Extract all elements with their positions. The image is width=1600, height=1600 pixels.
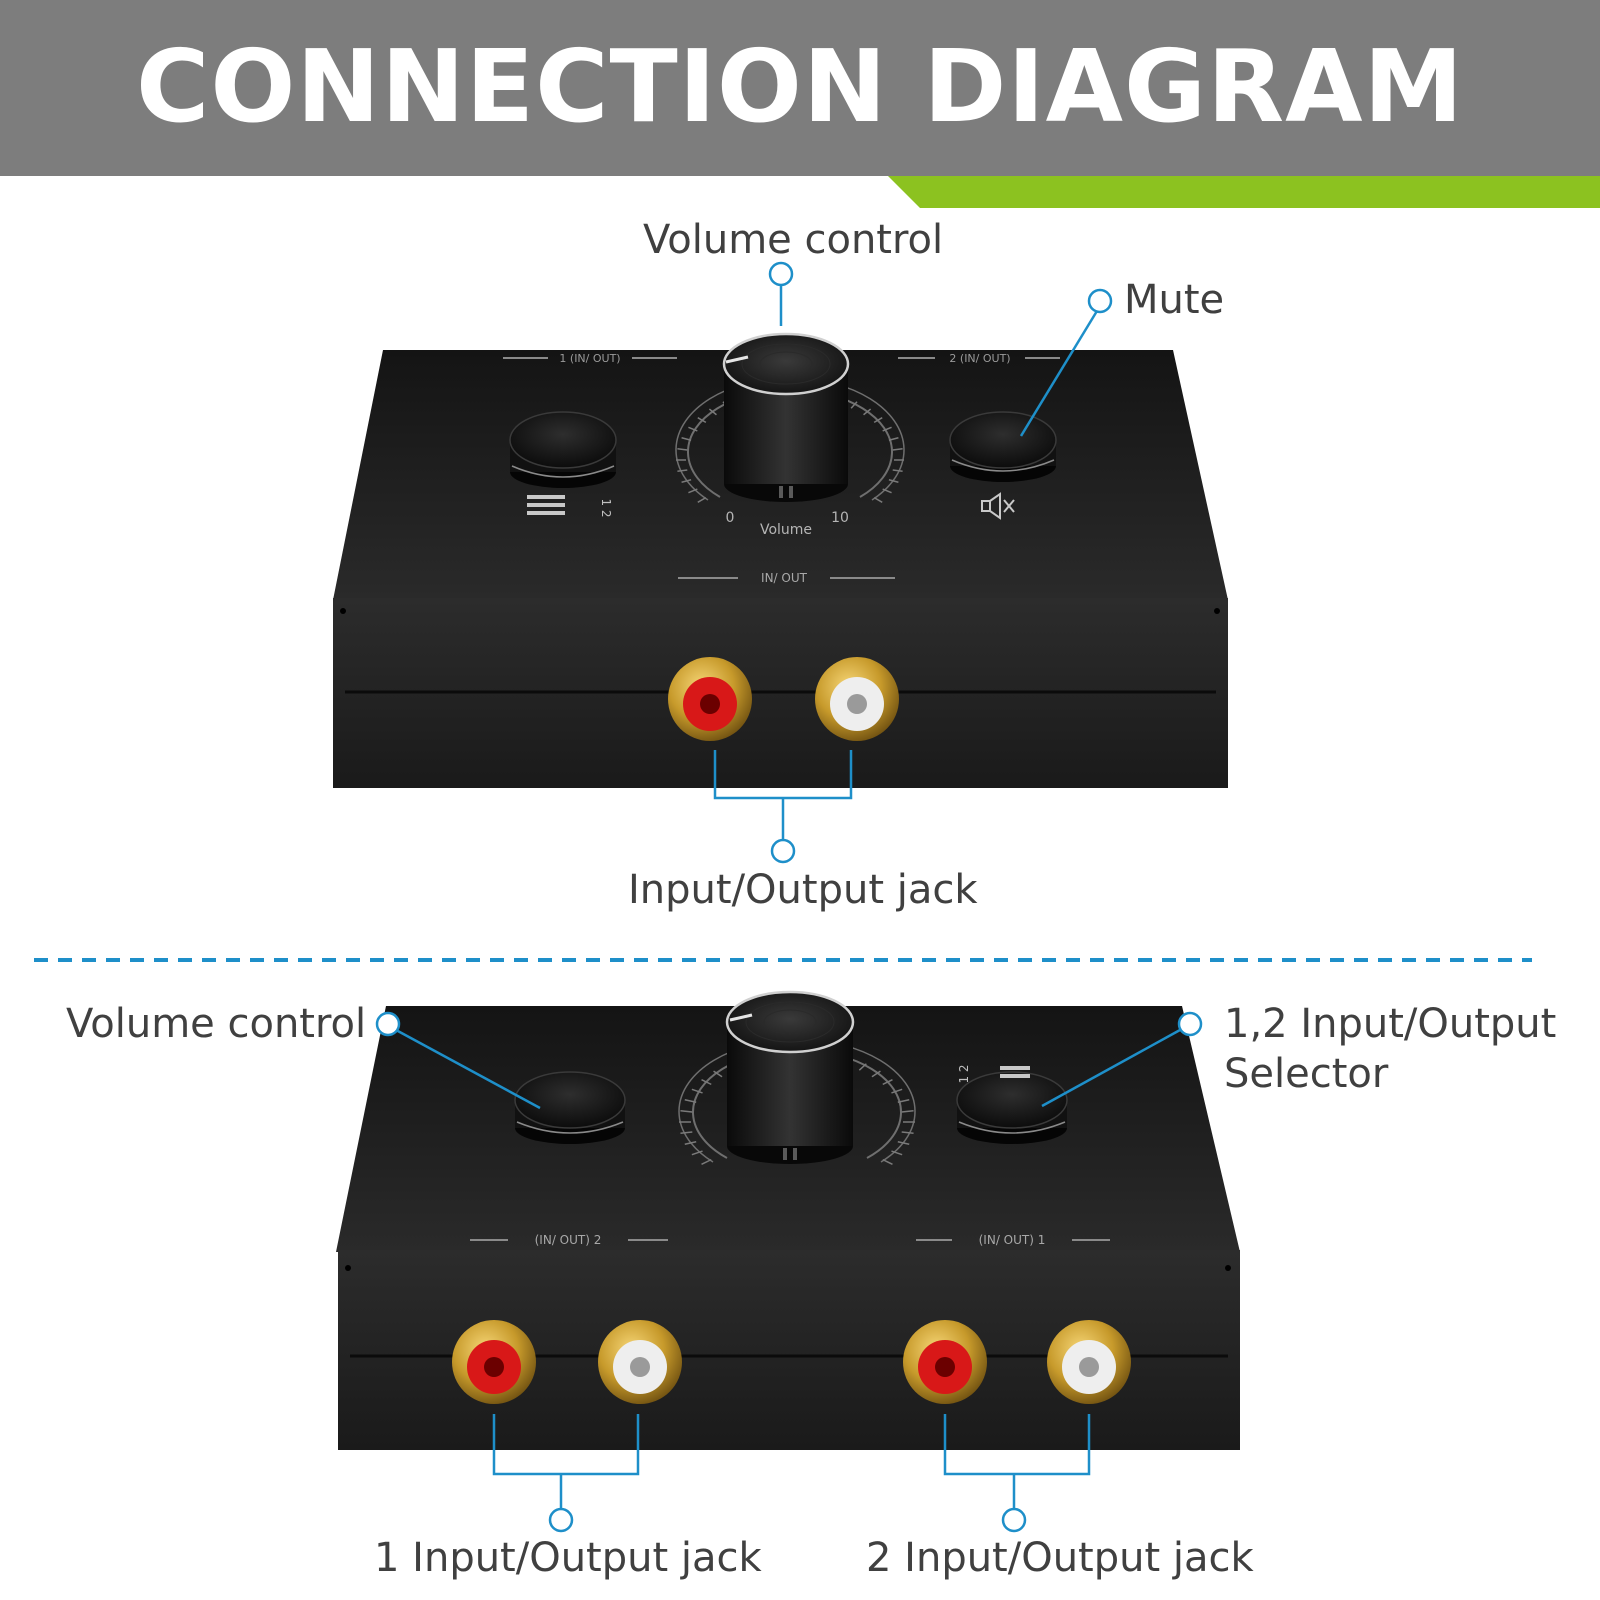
panel-group-1-label: 1 (IN/ OUT)	[559, 352, 620, 365]
bottom-group-1-label: (IN/ OUT) 1	[979, 1233, 1046, 1247]
scale-tick	[873, 417, 883, 424]
scale-tick	[882, 488, 892, 494]
bottom-selector-mark-icon	[1000, 1066, 1030, 1078]
scale-tick	[701, 1158, 712, 1165]
top-selector-marks: 1 2	[599, 498, 613, 517]
bottom-volume-control-label: Volume control	[66, 1001, 367, 1047]
top-volume-control-label: Volume control	[643, 217, 944, 263]
panel-group-2-label: 2 (IN/ OUT)	[949, 352, 1010, 365]
top-callout-lines	[713, 261, 1113, 864]
scale-tick	[871, 1070, 881, 1078]
bottom-rca-jack-1-white[interactable]	[1047, 1320, 1131, 1404]
scale-tick	[677, 447, 688, 451]
top-rca-jack-white[interactable]	[815, 657, 899, 741]
scale-tick	[888, 479, 899, 483]
bottom-device: 1 2 (IN/ OUT) 2 (IN/ OUT) 1	[336, 990, 1240, 1450]
top-device: 1 (IN/ OUT) 2 (IN/ OUT) 1 2 0 10 Volume	[333, 332, 1228, 788]
scale-tick	[713, 1070, 723, 1078]
scale-tick	[697, 496, 707, 503]
scale-tick	[892, 447, 903, 451]
scale-tick	[897, 1099, 910, 1103]
scale-tick	[897, 1141, 910, 1145]
scale-tick	[882, 1079, 893, 1086]
top-front-caption: IN/ OUT	[761, 571, 808, 585]
scale-tick	[850, 401, 858, 409]
bottom-rca-jack-1-red[interactable]	[903, 1320, 987, 1404]
scale-tick	[882, 1158, 893, 1165]
bottom-volume-knob[interactable]	[725, 990, 855, 1164]
mute-speaker-icon	[981, 492, 1015, 520]
scale-tick	[863, 408, 872, 416]
scale-tick	[873, 496, 883, 503]
scale-tick	[688, 426, 698, 432]
top-scale-max: 10	[831, 510, 849, 526]
scale-tick	[677, 469, 688, 473]
bottom-selector-button[interactable]	[956, 1071, 1068, 1144]
scale-tick	[681, 479, 692, 483]
top-selector-mark-icon	[527, 495, 565, 515]
scale-tick	[691, 1088, 703, 1094]
scale-tick	[681, 437, 692, 441]
bottom-callout-lines	[375, 1011, 1203, 1533]
top-selector-button[interactable]	[509, 411, 617, 488]
scale-tick	[901, 1109, 914, 1113]
top-mute-label: Mute	[1124, 277, 1225, 323]
bottom-jack-1-label: 1 Input/Output jack	[374, 1535, 762, 1581]
scale-tick	[882, 426, 892, 432]
scale-tick	[701, 1079, 712, 1086]
top-io-jack-label: Input/Output jack	[628, 867, 978, 913]
bottom-selector-label-line1: 1,2 Input/Output	[1224, 1001, 1557, 1047]
scale-tick	[691, 1150, 703, 1156]
scale-tick	[697, 417, 707, 424]
top-rca-jack-red[interactable]	[668, 657, 752, 741]
scale-tick	[892, 469, 903, 473]
header-band: CONNECTION DIAGRAM	[0, 0, 1600, 176]
accent-stripe	[888, 176, 1600, 208]
scale-tick	[680, 1109, 693, 1113]
bottom-jack-2-label: 2 Input/Output jack	[866, 1535, 1254, 1581]
bottom-rca-jack-2-white[interactable]	[598, 1320, 682, 1404]
top-scale-min: 0	[726, 510, 735, 526]
bottom-rca-jack-2-red[interactable]	[452, 1320, 536, 1404]
top-volume-knob[interactable]	[722, 332, 850, 502]
scale-tick	[684, 1099, 697, 1103]
scale-tick	[684, 1141, 697, 1145]
page-title: CONNECTION DIAGRAM	[135, 28, 1464, 145]
scale-tick	[901, 1131, 914, 1135]
bottom-left-button[interactable]	[514, 1071, 626, 1144]
scale-tick	[891, 1088, 903, 1094]
top-knob-caption: Volume	[760, 522, 812, 538]
top-mute-button[interactable]	[949, 411, 1057, 482]
scale-tick	[688, 488, 698, 494]
bottom-group-2-label: (IN/ OUT) 2	[535, 1233, 602, 1247]
bottom-selector-label-line2: Selector	[1224, 1051, 1389, 1097]
scale-tick	[858, 1063, 867, 1071]
scale-tick	[680, 1131, 693, 1135]
bottom-selector-marks: 1 2	[957, 1064, 971, 1083]
scale-tick	[708, 408, 717, 416]
scale-tick	[891, 1150, 903, 1156]
scale-tick	[888, 437, 899, 441]
